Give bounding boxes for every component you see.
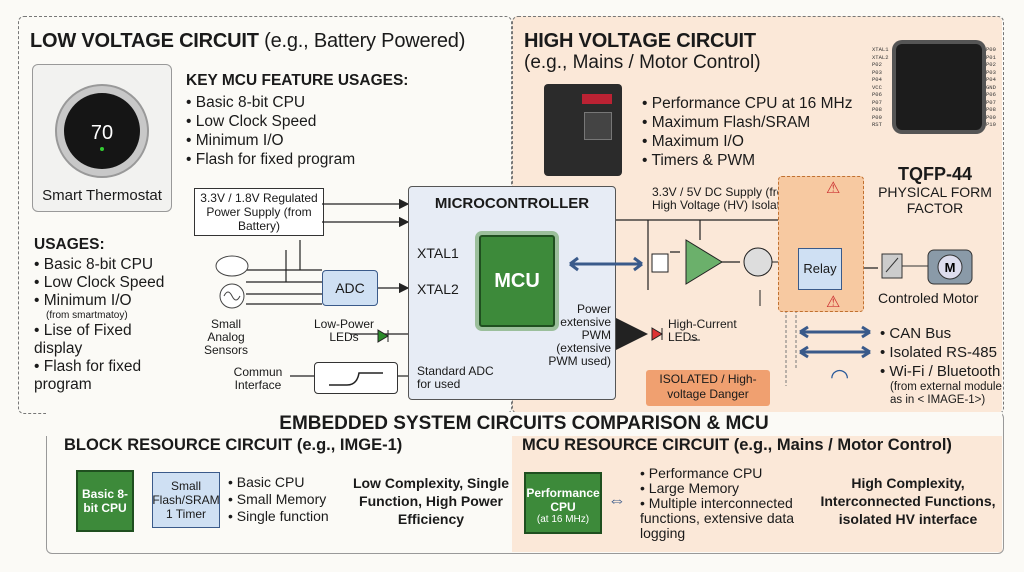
mcu-res-items: • Performance CPU • Large Memory • Multi…: [640, 466, 820, 541]
isolated-badge: ISOLATED / High-voltage Danger: [646, 370, 770, 406]
hv-subtitle: (e.g., Mains / Motor Control): [524, 52, 761, 73]
list-item: • Low Clock Speed: [34, 274, 165, 291]
mcu-res-title: MCU RESOURCE CIRCUIT (e.g., Mains / Moto…: [522, 436, 952, 454]
mcu-chip-label: MCU: [494, 270, 540, 292]
mcu-hv-link: [569, 256, 643, 272]
list-item: Performance CPU at 16 MHz: [642, 94, 853, 113]
bus-list: • CAN Bus • Isolated RS-485 • Wi-Fi / Bl…: [880, 324, 1010, 407]
commun-label: Commun Interface: [233, 365, 283, 392]
list-item: • Basic CPU: [228, 474, 305, 490]
block-chip: Basic 8-bit CPU: [76, 470, 134, 532]
hv-supply-label: 3.3V / 5V DC Supply (from High Voltage (…: [652, 185, 801, 212]
block-items: • Basic CPU • Small Memory • Single func…: [228, 474, 329, 525]
list-item: • Large Memory: [640, 480, 740, 496]
list-item: Maximum Flash/SRAM: [642, 113, 852, 132]
usages-list: • Basic 8-bit CPU • Low Clock Speed • Mi…: [34, 256, 184, 394]
xtal1-label: XTAL1: [417, 245, 459, 261]
xtal2-label: XTAL2: [417, 281, 459, 297]
adc-box: ADC: [322, 270, 378, 306]
block-mem: Small Flash/SRAM 1 Timer: [152, 472, 220, 528]
comparison-title: EMBEDDED SYSTEM CIRCUITS COMPARISON & MC…: [46, 412, 1002, 436]
bus-arrows: [799, 325, 871, 359]
list-item: • Multiple interconnected functions, ext…: [640, 495, 795, 541]
commun-box: [314, 362, 398, 394]
block-summary: Low Complexity, Single Function, High Po…: [352, 475, 510, 527]
key-title: KEY MCU FEATURE USAGES:: [186, 72, 409, 89]
svg-text:M: M: [945, 260, 956, 275]
list-item: • Small Memory: [228, 491, 327, 507]
list-item: • Wi-Fi / Bluetooth: [880, 363, 1001, 380]
list-item: Flash for fixed program: [186, 150, 355, 169]
motor-drive-icon: [544, 84, 622, 176]
signal-curve-icon: [329, 372, 383, 386]
thermostat-card: 70 Smart Thermostat: [32, 64, 172, 212]
microcontroller-title: MICROCONTROLLER: [434, 195, 590, 212]
list-item: • Performance CPU: [640, 465, 763, 481]
list-item: Basic 8-bit CPU: [186, 93, 355, 112]
usages-title: USAGES:: [34, 236, 105, 253]
std-adc-label: Standard ADC for used: [417, 364, 494, 391]
thermostat-icon: 70: [55, 84, 149, 178]
list-item: Maximum I/O: [642, 132, 852, 151]
mcu-chip: MCU: [479, 235, 555, 327]
microcontroller-block: MICROCONTROLLER XTAL1 XTAL2 MCU Standard…: [408, 186, 616, 400]
list-item: • Basic 8-bit CPU: [34, 256, 154, 273]
lv-title: LOW VOLTAGE CIRCUIT (e.g., Battery Power…: [30, 30, 466, 52]
hv-features-list: Performance CPU at 16 MHz Maximum Flash/…: [642, 94, 852, 170]
tqfp-title: TQFP-44: [897, 164, 972, 184]
list-item: Minimum I/O: [186, 131, 355, 150]
tqfp-chip-icon: [896, 44, 982, 130]
thermostat-value: 70: [91, 122, 113, 144]
usages-note: (from smartmatoy): [46, 310, 128, 321]
list-item: • Minimum I/O: [34, 292, 132, 309]
list-item: • Flash for fixed program: [34, 358, 142, 393]
wifi-icon: ◠: [830, 364, 850, 389]
block-title: BLOCK RESOURCE CIRCUIT (e.g., IMGE-1): [64, 436, 403, 454]
key-list: Basic 8-bit CPU Low Clock Speed Minimum …: [186, 93, 355, 169]
thermostat-label: Smart Thermostat: [42, 187, 162, 204]
lv-supply-box: 3.3V / 1.8V Regulated Power Supply (from…: [194, 188, 324, 236]
list-item: • Lise of Fixed display: [34, 322, 132, 357]
list-item: Timers & PWM: [642, 151, 852, 170]
leds-label: Low-Power LEDs: [313, 317, 375, 344]
sensors-label: Small Analog Sensors: [203, 317, 249, 357]
warning-icon: ⚠: [826, 180, 841, 197]
hv-title: HIGH VOLTAGE CIRCUIT: [524, 30, 756, 52]
bus-note: (from external module as in < IMAGE-1>): [890, 381, 1002, 406]
mcu-res-summary: High Complexity, Interconnected Function…: [820, 475, 996, 527]
motor-label: Controled Motor: [878, 290, 979, 306]
warning-icon: ⚠: [826, 294, 841, 311]
tqfp-sub: PHYSICAL FORM FACTOR: [878, 184, 992, 216]
relay-box: Relay: [798, 248, 842, 290]
pwm-label: Power extensive PWM (extensive PWM used): [548, 302, 611, 368]
list-item: Low Clock Speed: [186, 112, 355, 131]
hc-leds-label: High-Current LEDs: [668, 317, 737, 344]
isolation-zone: [778, 176, 864, 312]
double-arrow-icon: ⇔: [608, 490, 626, 510]
mcu-res-chip: Performance CPU (at 16 MHz): [524, 472, 602, 534]
list-item: • Single function: [228, 508, 329, 524]
list-item: • Isolated RS-485: [880, 344, 997, 361]
list-item: • CAN Bus: [880, 325, 952, 342]
motor-icon: M: [881, 249, 973, 285]
